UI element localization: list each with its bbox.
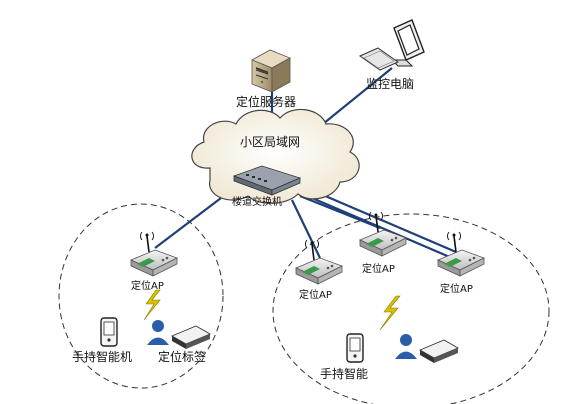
handheld-right-label: 手持智能 xyxy=(320,366,368,381)
handheld-phone-icon xyxy=(100,317,118,347)
link-switch-ap-left xyxy=(154,197,222,249)
wireless-signal-icon xyxy=(143,289,161,321)
right-zone-boundary xyxy=(272,213,550,404)
monitor-label: 监控电脑 xyxy=(366,77,414,91)
tag-left-label: 定位标签 xyxy=(158,349,206,364)
ap-left-label: 定位AP xyxy=(131,279,164,292)
link-switch-ap-right-2 xyxy=(299,194,381,230)
handheld-phone-icon xyxy=(346,333,364,363)
ap-right-3-label: 定位AP xyxy=(440,282,473,295)
link-switch-ap-right-3b xyxy=(311,196,453,260)
lan-label: 小区局域网 xyxy=(240,135,300,149)
access-point-icon xyxy=(295,239,343,285)
monitor-icon xyxy=(358,19,425,71)
link-switch-ap-right-1 xyxy=(291,199,321,259)
access-point-icon xyxy=(130,231,178,277)
server-icon xyxy=(251,49,291,93)
wireless-signal-icon xyxy=(379,295,401,331)
person-icon xyxy=(395,334,417,359)
tag-icon xyxy=(419,339,459,363)
person-icon xyxy=(147,320,169,345)
switch-icon xyxy=(232,165,302,196)
switch-label: 楼道交换机 xyxy=(232,195,282,208)
ap-right-1-label: 定位AP xyxy=(299,288,332,301)
left-zone-boundary xyxy=(58,203,224,389)
ap-right-2-label: 定位AP xyxy=(362,262,395,275)
connection-links xyxy=(154,67,457,260)
link-switch-ap-right-3 xyxy=(315,190,457,254)
tag-icon xyxy=(171,325,211,349)
server-label: 定位服务器 xyxy=(236,94,296,109)
handheld-left-label: 手持智能机 xyxy=(72,349,132,364)
link-lan-monitor xyxy=(317,67,393,129)
